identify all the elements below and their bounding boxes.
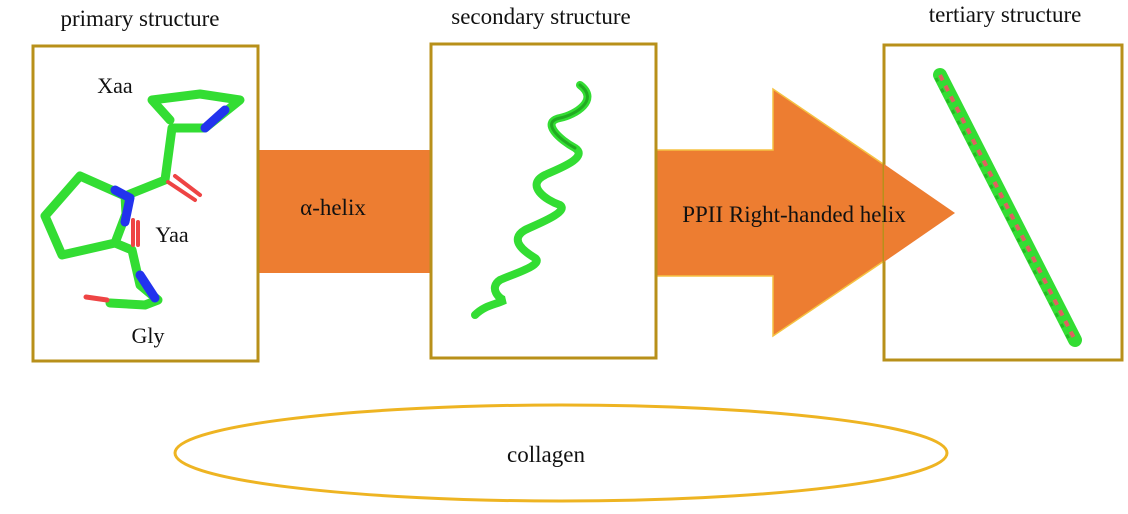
ppii-helix-label: PPII Right-handed helix bbox=[682, 202, 906, 227]
tertiary-structure-title: tertiary structure bbox=[929, 2, 1082, 27]
secondary-structure-title: secondary structure bbox=[451, 4, 630, 29]
ppii-helix-arrow bbox=[649, 87, 957, 338]
alpha-helix-ribbon bbox=[471, 81, 592, 319]
alpha-helix-label: α-helix bbox=[300, 195, 366, 220]
tripeptide-stick-model bbox=[40, 89, 245, 310]
alpha-helix-arrow bbox=[258, 150, 432, 273]
residue-xaa-label: Xaa bbox=[97, 73, 133, 98]
residue-yaa-label: Yaa bbox=[155, 222, 188, 247]
collagen-ellipse bbox=[173, 403, 949, 503]
residue-gly-label: Gly bbox=[132, 323, 165, 348]
triple-helix-model bbox=[933, 68, 1082, 347]
ppii-arrow-tip bbox=[884, 164, 955, 262]
collagen-label: collagen bbox=[507, 442, 585, 467]
primary-structure-title: primary structure bbox=[60, 6, 219, 31]
